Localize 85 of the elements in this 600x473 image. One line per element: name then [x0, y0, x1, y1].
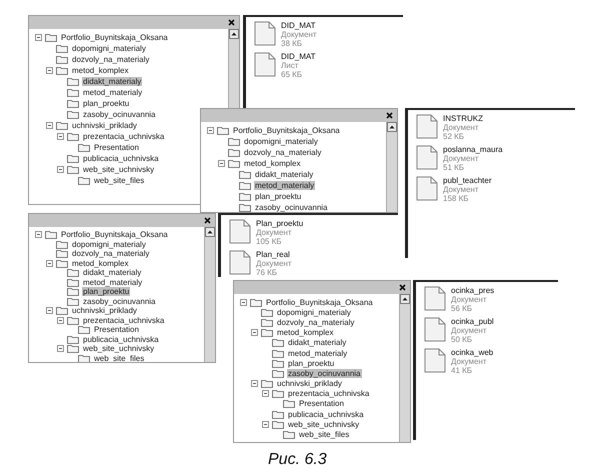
file-type: Документ [451, 357, 488, 366]
folder-name: metod_komplex [71, 258, 130, 268]
folder-name: didakt_materialy [82, 268, 142, 278]
file-size: 51 КБ [443, 163, 466, 172]
file-name: ocinka_pres [451, 286, 494, 295]
file-type: Документ [256, 228, 292, 237]
folder-name: plan_proektu [82, 99, 130, 108]
folder-name: uchnivski_priklady [71, 121, 138, 130]
file-type: Документ [256, 259, 292, 268]
folder-name: dopomigni_materialy [71, 240, 147, 249]
file-name: INSTRUKZ [443, 114, 483, 123]
file-type: Документ [451, 295, 488, 304]
folder-name: dozvoly_na_materialy [276, 318, 356, 327]
file-size: 52 КБ [443, 132, 466, 141]
file-name: DID_MAT [281, 21, 316, 30]
folder-name: Portfolio_Buynitskaja_Oksana [232, 126, 341, 135]
file-type: Документ [443, 185, 480, 194]
folder-name: web_site_files [93, 176, 146, 185]
file-type: Документ [281, 30, 316, 39]
file-type: Документ [451, 326, 488, 335]
folder-name: Portfolio_Buynitskaja_Oksana [60, 230, 169, 240]
folder-name: Presentation [93, 143, 140, 152]
folder-name: plan_proektu [287, 358, 336, 368]
file-size: 56 КБ [451, 304, 474, 313]
folder-name: zasoby_ocinuvannia [254, 203, 328, 212]
folder-name: publicacia_uchnivska [82, 334, 160, 344]
file-size: 38 КБ [281, 39, 304, 48]
folder-name: didakt_materialy [287, 338, 348, 348]
file-size: 65 КБ [281, 70, 304, 79]
folder-name: metod_komplex [276, 328, 334, 338]
folder-name: dopomigni_materialy [243, 137, 319, 146]
folder-name: dozvoly_na_materialy [71, 249, 150, 258]
folder-name: metod_materialy [287, 348, 348, 358]
file-list-dialog [218, 213, 398, 277]
folder-name: Presentation [298, 399, 345, 408]
folder-name: web_site_uchnivsky [82, 165, 156, 174]
folder-name: dozvoly_na_materialy [71, 55, 150, 64]
folder-name: zasoby_ocinuvannia [287, 368, 362, 378]
folder-name: publicacia_uchnivska [287, 410, 365, 419]
folder-tree-dialog [233, 280, 411, 443]
folder-tree-dialog [28, 213, 216, 363]
file-size: 105 КБ [256, 237, 282, 246]
folder-name: metod_komplex [243, 159, 302, 168]
file-name: ocinka_publ [451, 317, 494, 326]
folder-name: Portfolio_Buynitskaja_Oksana [60, 33, 169, 42]
folder-name: metod_komplex [71, 66, 130, 75]
file-name: ocinka_web [451, 348, 494, 357]
folder-name: zasoby_ocinuvannia [82, 296, 156, 306]
folder-name: uchnivski_priklady [276, 379, 343, 388]
file-list-dialog [243, 15, 403, 108]
folder-name: Presentation [93, 325, 140, 334]
folder-name: plan_proektu [254, 192, 302, 201]
folder-name: prezentacia_uchnivska [82, 132, 166, 141]
caption: Рис. 6.3 [268, 450, 327, 470]
folder-name: uchnivski_priklady [71, 306, 138, 316]
folder-name: dopomigni_materialy [71, 44, 147, 53]
folder-name: dozvoly_na_materialy [243, 148, 322, 157]
file-name: Plan_proektu [256, 219, 304, 228]
file-type: Документ [443, 154, 480, 163]
folder-name: didakt_materialy [254, 170, 314, 179]
folder-name: plan_proektu [82, 287, 130, 296]
folder-name: prezentacia_uchnivska [82, 316, 166, 325]
file-name: DID_MAT [281, 52, 316, 61]
folder-name: web_site_uchnivsky [287, 420, 360, 429]
file-name: publ_teachter [443, 176, 492, 185]
folder-name: Portfolio_Buynitskaja_Oksana [265, 298, 374, 307]
folder-name: publicacia_uchnivska [82, 154, 160, 163]
folder-name: web_site_uchnivsky [82, 344, 156, 354]
folder-name: metod_materialy [82, 278, 144, 287]
file-size: 41 КБ [451, 366, 474, 375]
file-type: Документ [443, 123, 480, 132]
folder-name: dopomigni_materialy [276, 308, 352, 317]
folder-tree-dialog [200, 108, 398, 213]
folder-name: metod_materialy [82, 88, 144, 97]
file-name: Plan_real [256, 250, 291, 259]
file-size: 76 КБ [256, 268, 278, 277]
file-type: Лист [281, 61, 300, 70]
folder-name: prezentacia_uchnivska [287, 389, 370, 398]
file-name: poslanna_maura [443, 145, 503, 154]
file-size: 50 КБ [451, 335, 474, 344]
folder-name: didakt_materialy [82, 77, 142, 86]
file-size: 158 КБ [443, 194, 470, 203]
folder-name: web_site_files [298, 430, 350, 440]
folder-name: metod_materialy [254, 181, 316, 190]
folder-name: zasoby_ocinuvannia [82, 110, 156, 119]
